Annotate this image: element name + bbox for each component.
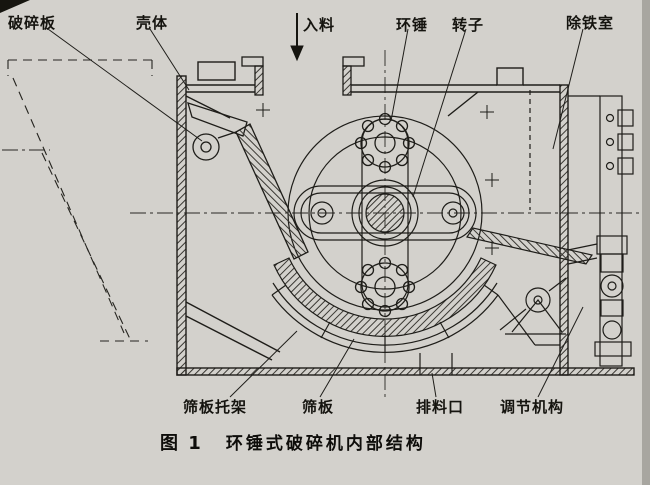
label-housing: 壳体: [136, 14, 169, 32]
figure-number: 图 1: [160, 433, 203, 454]
housing: [176, 61, 635, 376]
adjustment-mechanism: [466, 227, 632, 357]
feed-arrow-icon: [290, 13, 304, 62]
label-ring-hammer: 环锤: [396, 16, 429, 34]
iron-removal-chamber: [529, 90, 634, 367]
label-crushing-plate: 破碎板: [8, 14, 57, 32]
open-door-dashed-outline: [7, 59, 153, 342]
figure-title: 环锤式破碎机内部结构: [225, 434, 426, 454]
screen-assembly: [271, 257, 560, 375]
feed-chute: [241, 56, 365, 96]
label-feed-inlet: 入料: [303, 16, 336, 34]
label-discharge-port: 排料口: [416, 398, 465, 416]
label-iron-removal-chamber: 除铁室: [566, 14, 615, 32]
center-marks: [256, 103, 499, 255]
label-adjustment-mechanism: 调节机构: [500, 398, 565, 416]
label-screen-plate: 筛板: [302, 398, 335, 416]
label-screen-bracket: 筛板托架: [183, 398, 248, 416]
rotor-assembly: [287, 112, 483, 318]
crushing-plate-assembly: [187, 102, 309, 260]
label-rotor: 转子: [452, 16, 485, 34]
figure-caption: 图 1 环锤式破碎机内部结构: [160, 429, 426, 455]
leader-lines: [47, 28, 584, 398]
